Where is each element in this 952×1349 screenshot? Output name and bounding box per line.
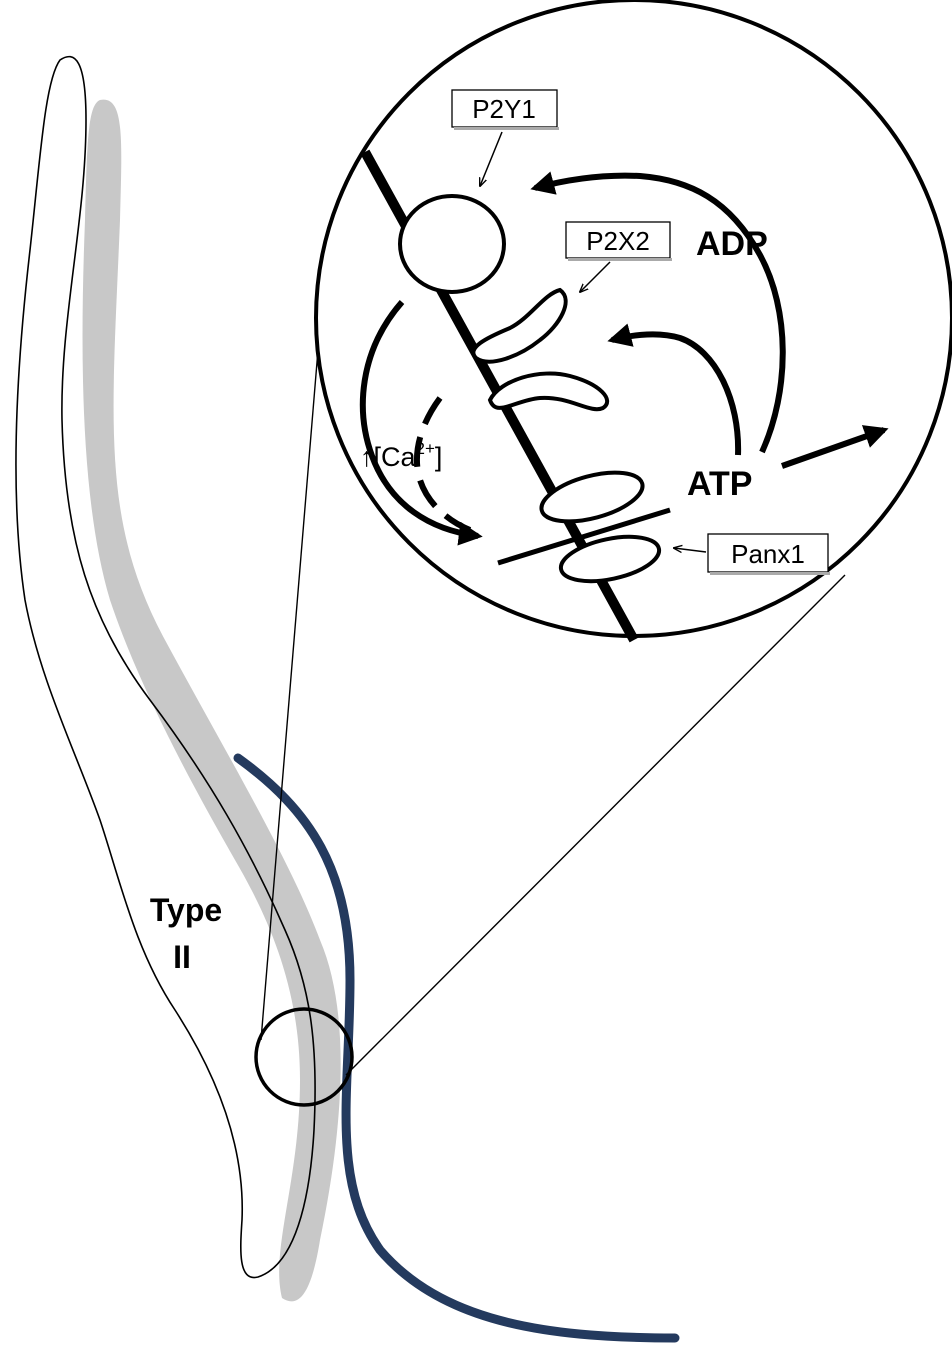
atp-label: ATP: [687, 465, 752, 503]
p2x2-label: P2X2: [566, 222, 672, 261]
cell-type-label-line1: Type: [150, 892, 222, 928]
calcium-label-superscript: 2+: [416, 439, 435, 458]
cell-membrane-shadow: [83, 100, 341, 1302]
p2y1-label: P2Y1: [452, 90, 559, 130]
panx1-text: Panx1: [731, 539, 805, 569]
calcium-label-suffix: ]: [435, 442, 443, 472]
calcium-label-prefix: ↑[Ca: [360, 442, 417, 472]
panx1-label: Panx1: [708, 534, 830, 575]
zoom-line-right: [346, 575, 845, 1075]
p2y1-receptor: [400, 196, 504, 292]
cell-type-label-line2: II: [173, 939, 191, 975]
adp-label: ADP: [696, 225, 768, 263]
p2x2-text: P2X2: [586, 226, 650, 256]
p2y1-text: P2Y1: [472, 94, 536, 124]
